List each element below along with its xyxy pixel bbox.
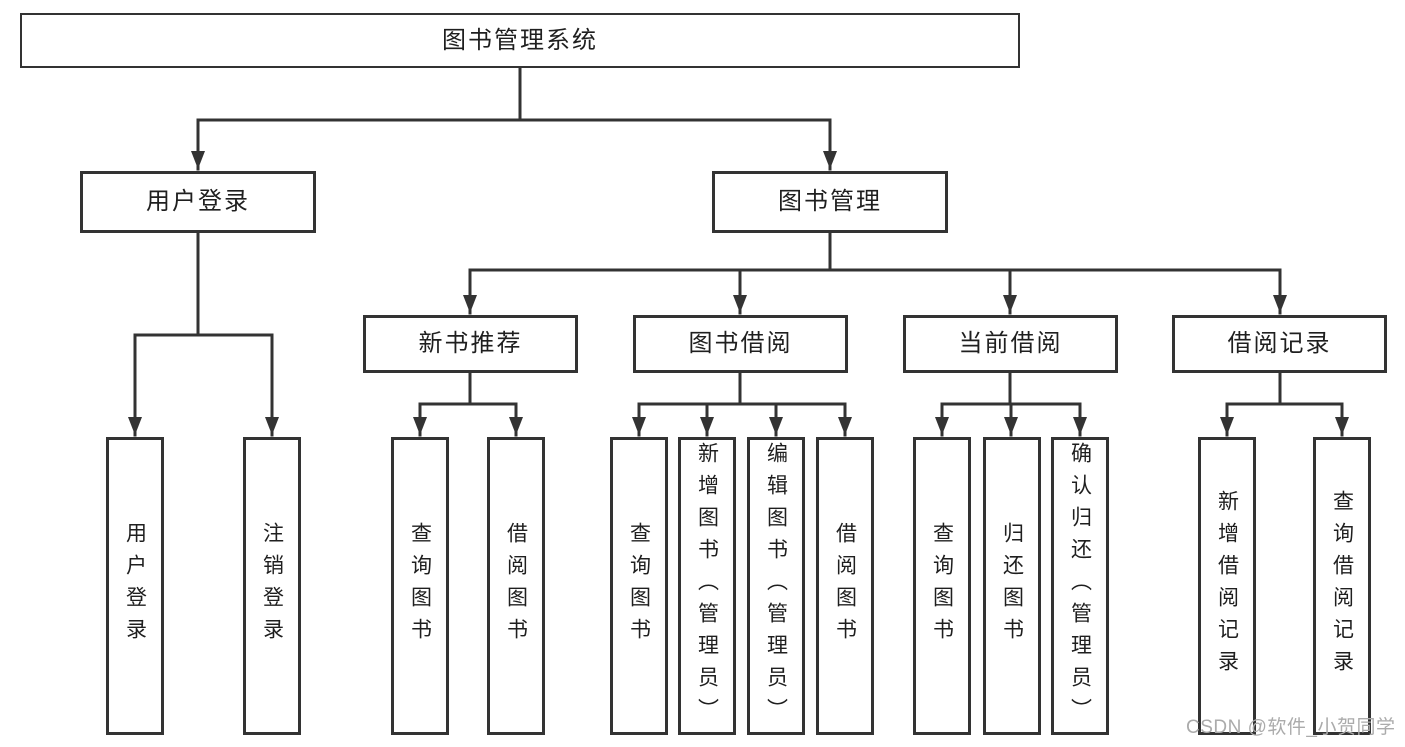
node-current-borrow: 当前借阅 xyxy=(903,315,1118,373)
node-book-management-system: 图书管理系统 xyxy=(20,13,1020,68)
leaf-query-borrow-record: 查询借阅记录 xyxy=(1313,437,1371,735)
connector-user-login-children xyxy=(128,231,279,437)
leaf-add-borrow-record: 新增借阅记录 xyxy=(1198,437,1256,735)
leaf-logout: 注销登录 xyxy=(243,437,301,735)
leaf-borrow-books: 借阅图书 xyxy=(816,437,874,735)
connector-borrow-records-children xyxy=(1220,371,1349,437)
leaf-return-book: 归还图书 xyxy=(983,437,1041,735)
connector-new-book-recommend-children xyxy=(413,371,523,437)
connector-current-borrow-children xyxy=(935,371,1087,437)
connector-book-borrow-children xyxy=(632,371,852,437)
leaf-borrow-books-recommend: 借阅图书 xyxy=(487,437,545,735)
leaf-confirm-return-admin: 确认归还（管理员） xyxy=(1051,437,1109,735)
leaf-query-books-current: 查询图书 xyxy=(913,437,971,735)
leaf-query-books-recommend: 查询图书 xyxy=(391,437,449,735)
leaf-query-books-borrow: 查询图书 xyxy=(610,437,668,735)
watermark: CSDN @软件_小贺同学 xyxy=(1186,717,1396,738)
connector-book-management-children xyxy=(463,231,1287,315)
node-new-book-recommend: 新书推荐 xyxy=(363,315,578,373)
leaf-add-book-admin: 新增图书（管理员） xyxy=(678,437,736,735)
connector-root-to-level2 xyxy=(191,66,837,171)
node-user-login: 用户登录 xyxy=(80,171,316,233)
leaf-edit-book-admin: 编辑图书（管理员） xyxy=(747,437,805,735)
node-borrow-records: 借阅记录 xyxy=(1172,315,1387,373)
leaf-user-login: 用户登录 xyxy=(106,437,164,735)
node-book-borrow: 图书借阅 xyxy=(633,315,848,373)
node-book-management: 图书管理 xyxy=(712,171,948,233)
